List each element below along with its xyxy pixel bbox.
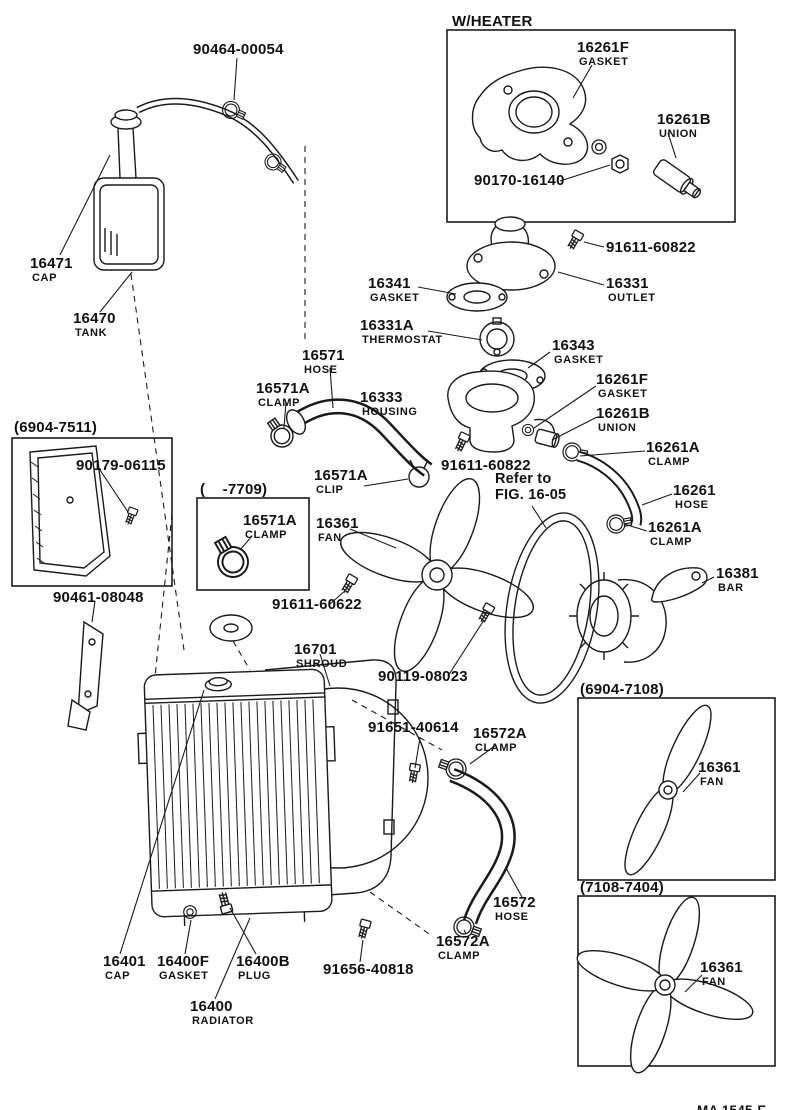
bolt-icon <box>355 918 372 941</box>
fan-4blade-drawing <box>576 896 754 1074</box>
union-drawing <box>534 428 560 449</box>
lower-hose-drawing <box>449 767 516 925</box>
heater-gasket-icon <box>591 139 607 155</box>
bracket-drawing <box>67 620 104 731</box>
clamp-inset-icon <box>206 531 255 584</box>
mount-pad-drawing <box>209 614 253 642</box>
adjust-bar-drawing <box>650 567 708 603</box>
heater-outlet-drawing <box>471 66 589 165</box>
inset-box-frames <box>11 29 776 1067</box>
construction-lines <box>130 146 443 937</box>
bolt-icon <box>406 762 422 785</box>
water-outlet-drawing <box>466 216 556 291</box>
bolt-icon <box>452 431 472 454</box>
side-shroud-drawing <box>29 445 111 577</box>
heater-hose-drawing <box>576 450 643 526</box>
figure-code: MA 1545-F <box>697 1070 766 1110</box>
belt-drawing <box>504 512 600 704</box>
fan-drawing <box>340 478 534 672</box>
fan-2blade-drawing <box>624 704 712 876</box>
figure-code-text: MA 1545-F <box>697 1103 766 1110</box>
heater-union-drawing <box>652 159 702 199</box>
leader-lines <box>59 57 715 1000</box>
bolt-icon <box>338 573 359 596</box>
alternator-drawing <box>569 572 667 663</box>
outlet-gasket-drawing <box>446 282 508 312</box>
hose-clamp-icon <box>604 511 634 536</box>
radiator-drawing <box>137 668 336 927</box>
nut-drawing <box>611 154 629 174</box>
thermostat-drawing <box>479 317 515 357</box>
hose-clip-drawing <box>408 459 430 488</box>
union-gasket-icon <box>521 423 535 437</box>
upper-hose-drawing <box>285 398 433 477</box>
reservoir-tank-drawing <box>93 109 165 271</box>
bolt-icon <box>564 229 585 252</box>
